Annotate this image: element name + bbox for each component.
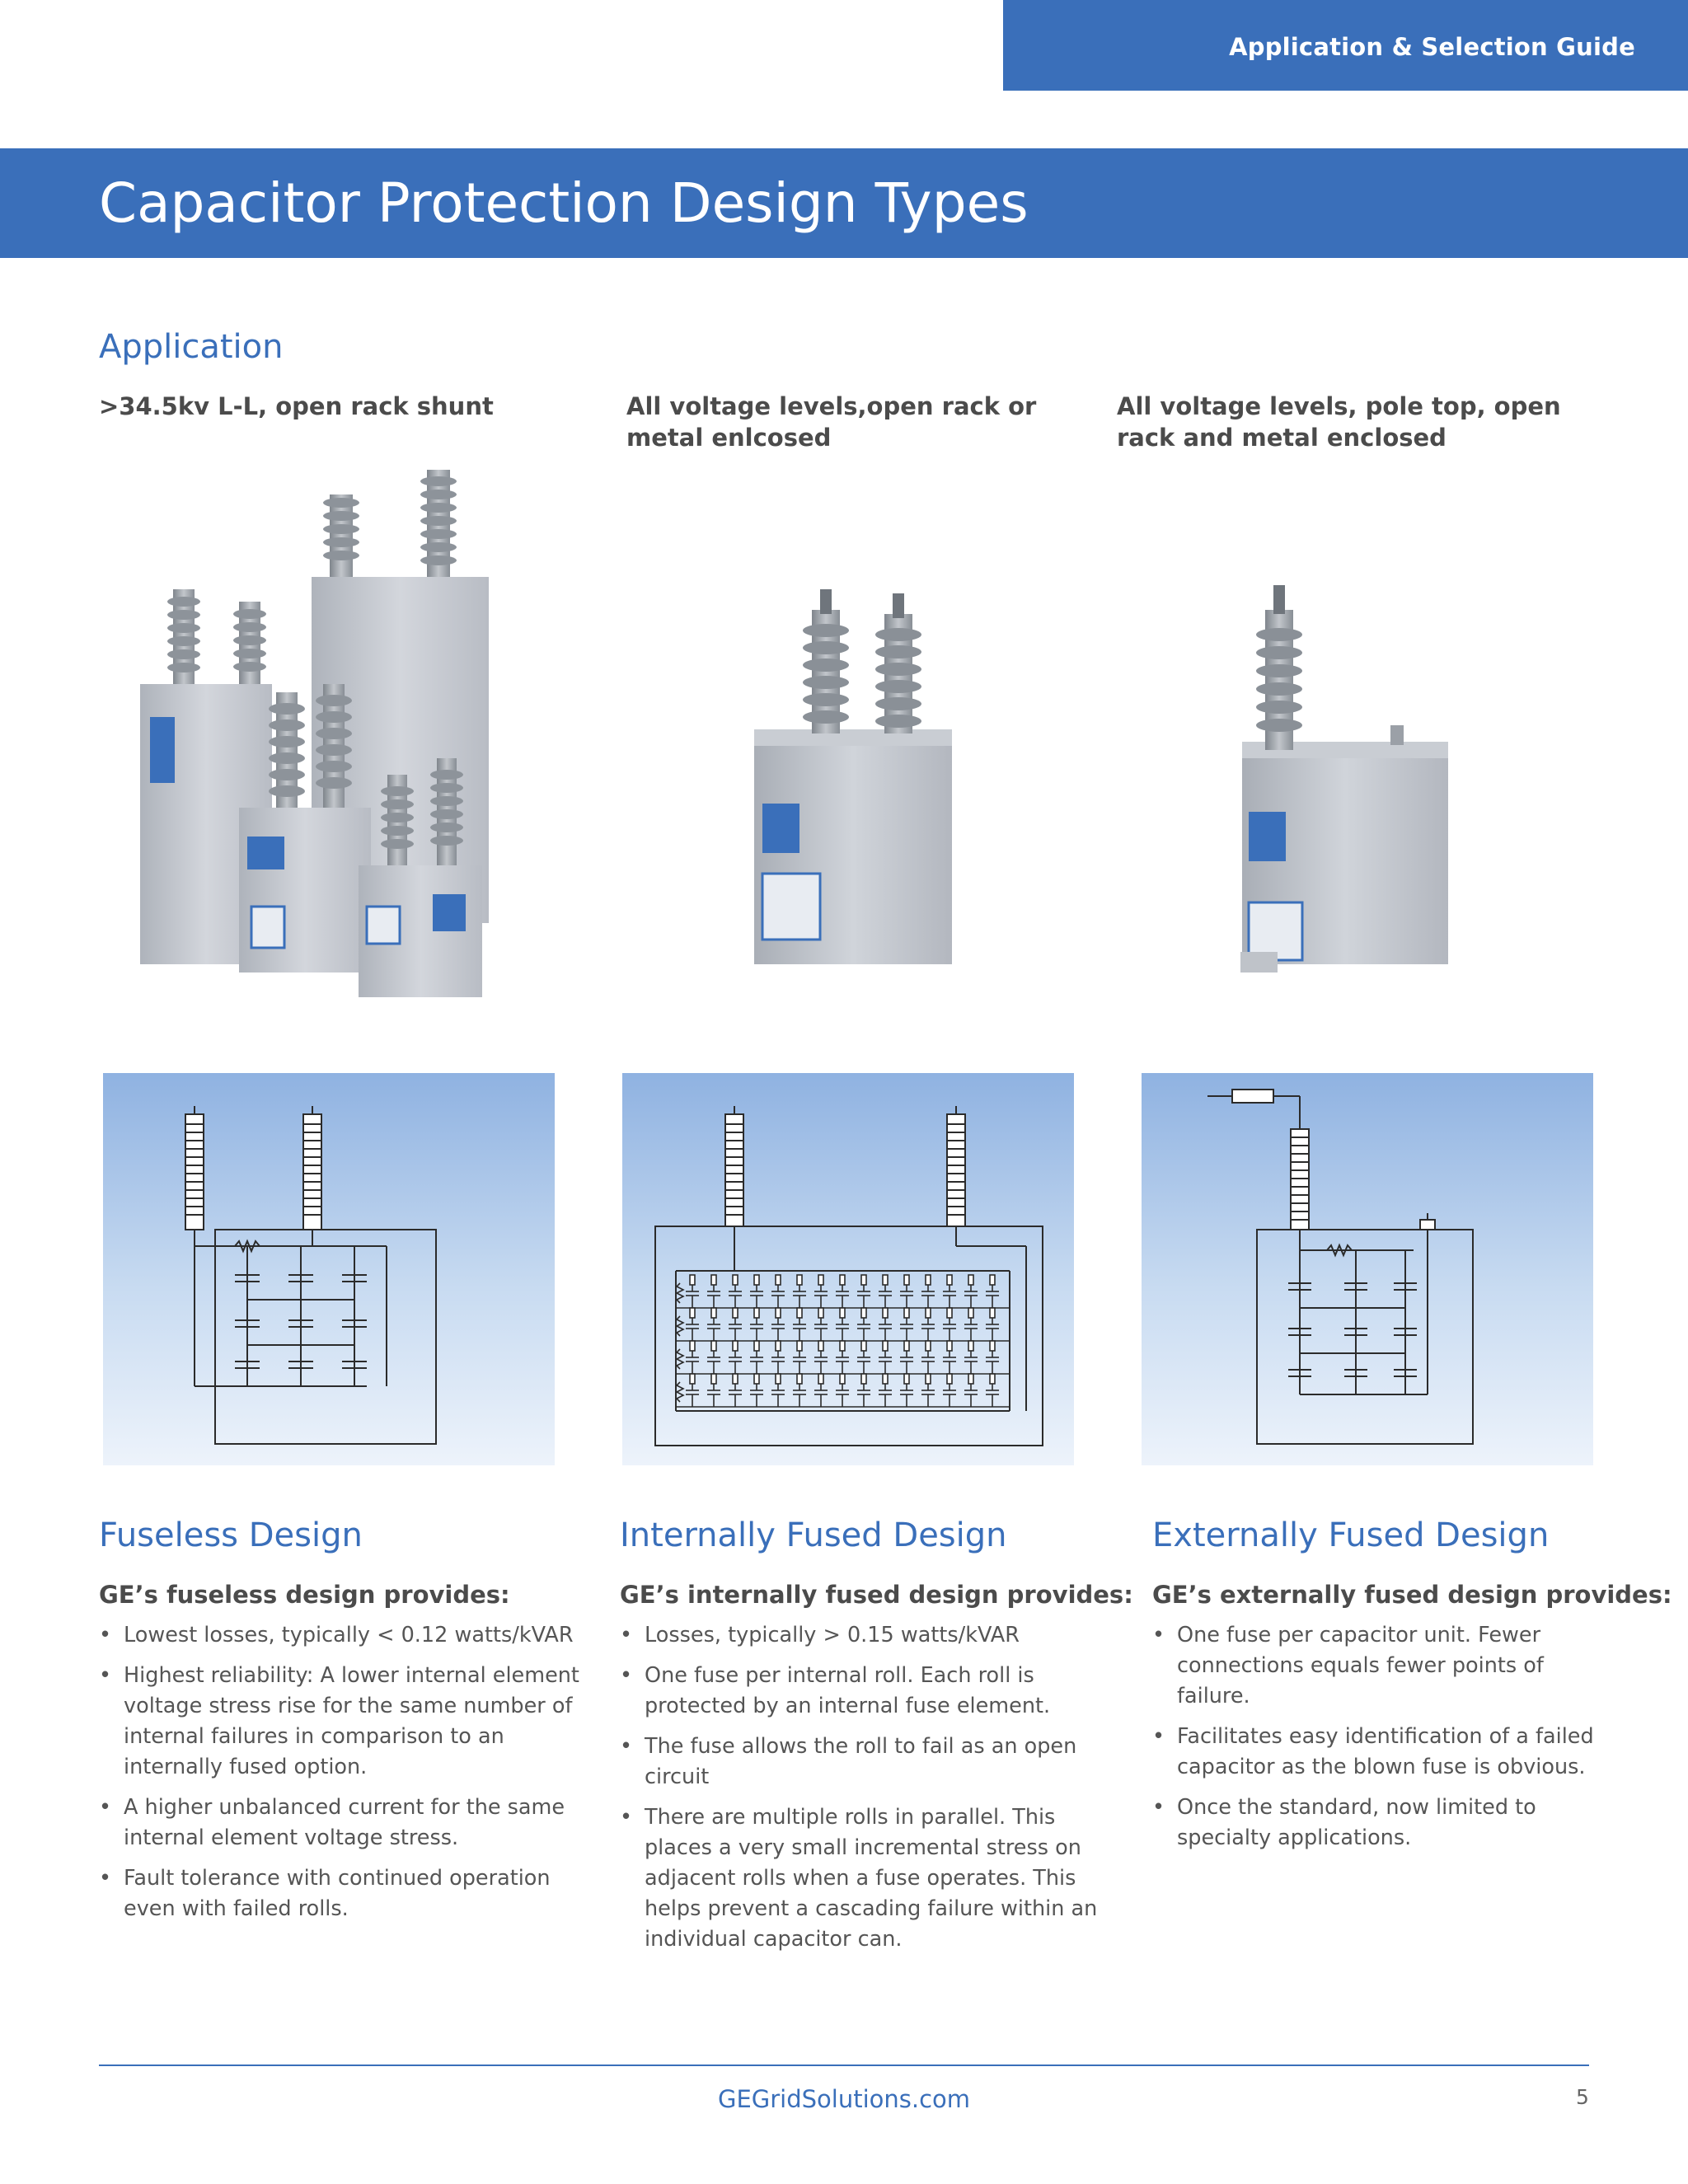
externally-fused-design-title: Externally Fused Design bbox=[1152, 1516, 1550, 1554]
internally-fused-schematic bbox=[654, 1106, 1043, 1446]
fuseless-bullet-list: Lowest losses, typically < 0.12 watts/kV… bbox=[99, 1620, 589, 1934]
header-tab: Application & Selection Guide bbox=[1003, 0, 1688, 91]
header-tab-label: Application & Selection Guide bbox=[1229, 33, 1635, 61]
list-item: Highest reliability: A lower internal el… bbox=[99, 1661, 589, 1783]
application-text-internal: All voltage levels,open rack or metal en… bbox=[626, 392, 1037, 452]
internally-fused-bullet-list: Losses, typically > 0.15 watts/kVAR One … bbox=[620, 1620, 1123, 1965]
internal-roll-grid bbox=[675, 1274, 1010, 1408]
list-item: There are multiple rolls in parallel. Th… bbox=[620, 1802, 1123, 1955]
page-number: 5 bbox=[1576, 2085, 1589, 2109]
internally-fused-diagram bbox=[622, 1073, 1074, 1465]
list-item: The fuse allows the roll to fail as an o… bbox=[620, 1732, 1123, 1793]
internally-fused-design-title: Internally Fused Design bbox=[620, 1516, 1007, 1554]
list-item: One fuse per internal roll. Each roll is… bbox=[620, 1661, 1123, 1722]
application-heading: Application bbox=[99, 328, 284, 366]
list-item: Once the standard, now limited to specia… bbox=[1152, 1793, 1622, 1854]
footer-divider bbox=[99, 2064, 1589, 2066]
list-item: Facilitates easy identification of a fai… bbox=[1152, 1722, 1622, 1783]
fuseless-capacitor-group-image bbox=[140, 470, 489, 997]
fuseless-provides: GE’s fuseless design provides: bbox=[99, 1581, 510, 1609]
fuseless-design-title: Fuseless Design bbox=[99, 1516, 363, 1554]
title-band: Capacitor Protection Design Types bbox=[0, 148, 1688, 258]
externally-fused-diagram bbox=[1142, 1073, 1593, 1465]
list-item: Lowest losses, typically < 0.12 watts/kV… bbox=[99, 1620, 589, 1651]
list-item: A higher unbalanced current for the same… bbox=[99, 1793, 589, 1854]
list-item: One fuse per capacitor unit. Fewer conne… bbox=[1152, 1620, 1622, 1712]
internally-fused-provides: GE’s internally fused design provides: bbox=[620, 1581, 1133, 1609]
externally-fused-capacitor-image bbox=[1240, 585, 1448, 972]
fuseless-diagram bbox=[103, 1073, 555, 1465]
list-item: Fault tolerance with continued operation… bbox=[99, 1863, 589, 1924]
application-text-external: All voltage levels, pole top, open rack … bbox=[1117, 392, 1561, 452]
fuseless-schematic bbox=[185, 1106, 437, 1445]
footer-website-link[interactable]: GEGridSolutions.com bbox=[717, 2085, 971, 2113]
application-text-fuseless: >34.5kv L-L, open rack shunt bbox=[99, 392, 494, 420]
externally-fused-schematic bbox=[1207, 1089, 1474, 1445]
externally-fused-provides: GE’s externally fused design provides: bbox=[1152, 1581, 1672, 1609]
internally-fused-capacitor-image bbox=[754, 589, 952, 964]
externally-fused-bullet-list: One fuse per capacitor unit. Fewer conne… bbox=[1152, 1620, 1622, 1863]
list-item: Losses, typically > 0.15 watts/kVAR bbox=[620, 1620, 1123, 1651]
page-title: Capacitor Protection Design Types bbox=[99, 171, 1029, 235]
